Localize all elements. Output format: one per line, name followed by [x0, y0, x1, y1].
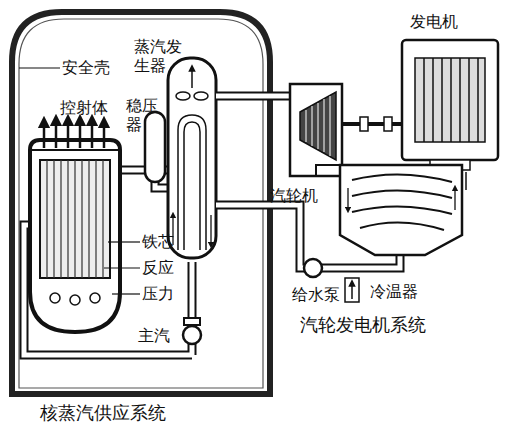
part-label: 汽轮发电机系统: [300, 314, 470, 336]
steam-generator: [168, 58, 216, 258]
part-label: 铁芯: [142, 232, 182, 251]
part-label: 汽轮机: [270, 186, 330, 205]
part-label: 控射体: [60, 98, 120, 117]
main-pump: [183, 318, 201, 344]
turbine: [290, 84, 402, 176]
part-label: 安全壳: [62, 58, 122, 77]
part-label: 核蒸汽供应系统: [40, 402, 230, 424]
leader-line: [19, 67, 60, 68]
part-label: 冷温器: [370, 282, 430, 301]
part-label: 压力: [142, 284, 182, 303]
condenser: [316, 165, 462, 302]
part-label: 给水泵: [292, 285, 352, 304]
pressurizer: [145, 112, 165, 182]
part-label: 反应: [142, 258, 182, 277]
part-label: 主汽: [138, 326, 178, 345]
part-label: 蒸汽发 生器: [134, 37, 188, 75]
part-label: 稳压 器: [126, 96, 164, 134]
part-label: 发电机: [410, 12, 470, 31]
reactor-vessel: [30, 120, 140, 332]
feed-pump: [304, 259, 322, 277]
